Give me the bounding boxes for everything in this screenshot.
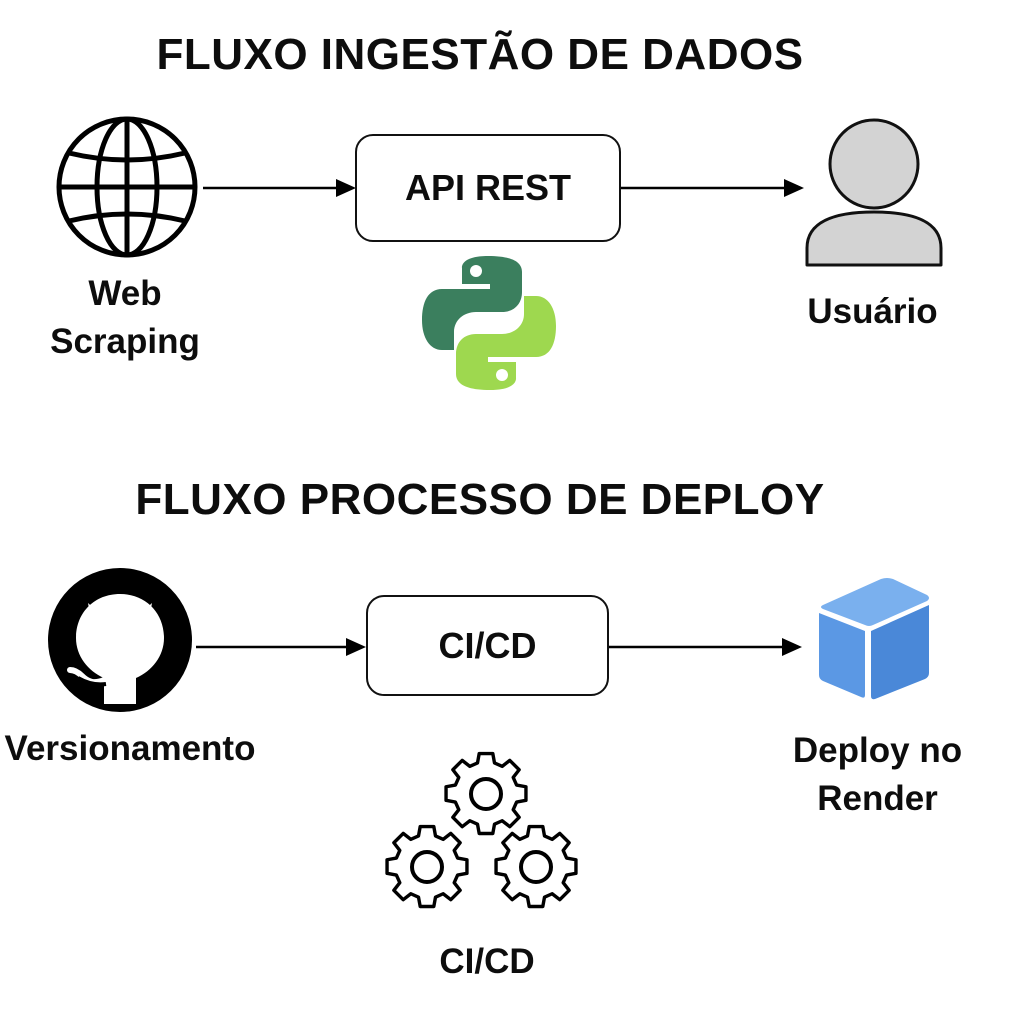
gears-icon xyxy=(385,751,578,909)
api-rest-label: API REST xyxy=(404,167,572,208)
usuario-label: Usuário xyxy=(807,292,938,331)
arrow-scraping-to-api xyxy=(203,179,356,197)
cube-icon xyxy=(819,578,929,700)
deploy-title: FLUXO PROCESSO DE DEPLOY xyxy=(135,475,825,524)
api-rest-box: API REST xyxy=(355,134,621,242)
gears-label: CI/CD xyxy=(439,942,535,981)
versionamento-label: Versionamento xyxy=(4,729,256,768)
github-icon xyxy=(48,568,192,712)
globe-icon xyxy=(56,116,198,258)
arrow-api-to-user xyxy=(621,179,804,197)
user-icon xyxy=(805,118,943,267)
deploy-render-label: Deploy no Render xyxy=(792,731,963,818)
cicd-box-label: CI/CD xyxy=(438,624,537,666)
cicd-box: CI/CD xyxy=(366,595,609,696)
ingestion-title: FLUXO INGESTÃO DE DADOS xyxy=(156,30,804,79)
python-logo-icon xyxy=(422,256,556,390)
arrow-cicd-to-render xyxy=(609,638,802,656)
web-scraping-label: Web Scraping xyxy=(50,274,200,361)
arrow-github-to-cicd xyxy=(196,638,366,656)
